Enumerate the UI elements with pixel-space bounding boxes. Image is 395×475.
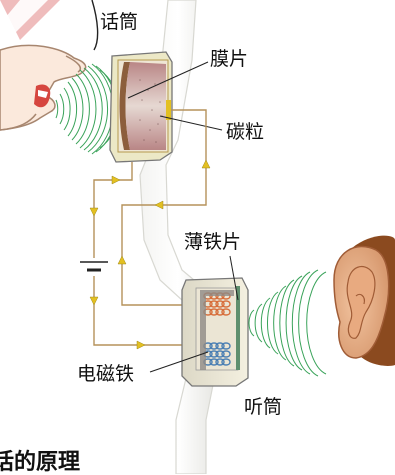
label-thin-iron-plate: 薄铁片 [184,231,242,253]
label-carbon-granules: 碳粒 [226,121,265,143]
leader-iron-plate [229,255,239,301]
leader-carbon [159,115,223,131]
arrow-6 [154,200,164,210]
wire-mic-right [121,109,207,306]
arrow-2 [89,207,99,217]
carbon-electrode [166,100,171,120]
label-earpiece: 听筒 [244,396,283,418]
label-electromagnet: 电磁铁 [77,363,135,385]
ear-canal [355,293,365,305]
current-arrows [89,159,211,350]
arrow-7 [201,159,211,169]
carbon-dots [139,79,163,143]
label-diaphragm: 膜片 [210,48,249,70]
footer-text: 话的原理 [0,450,81,475]
sound-waves-ear [248,269,327,377]
label-microphone: 话筒 [100,11,139,33]
arrow-1 [111,175,121,185]
leader-electromagnet [149,351,209,373]
arrow-3 [89,296,99,306]
arrow-4 [136,340,146,350]
corner-graphic-stripe [0,0,48,36]
arrow-5 [117,255,127,265]
magnet-core [200,290,234,370]
carbon-chamber [125,62,166,150]
iron-plate [236,286,240,370]
teeth [38,90,48,98]
ear-illustration [333,235,395,366]
chin-line [0,113,37,131]
hair-line [91,0,99,51]
ear-inner [346,265,376,339]
leader-diaphragm [127,61,209,99]
nose-line [65,55,82,73]
diaphragm [119,62,130,150]
